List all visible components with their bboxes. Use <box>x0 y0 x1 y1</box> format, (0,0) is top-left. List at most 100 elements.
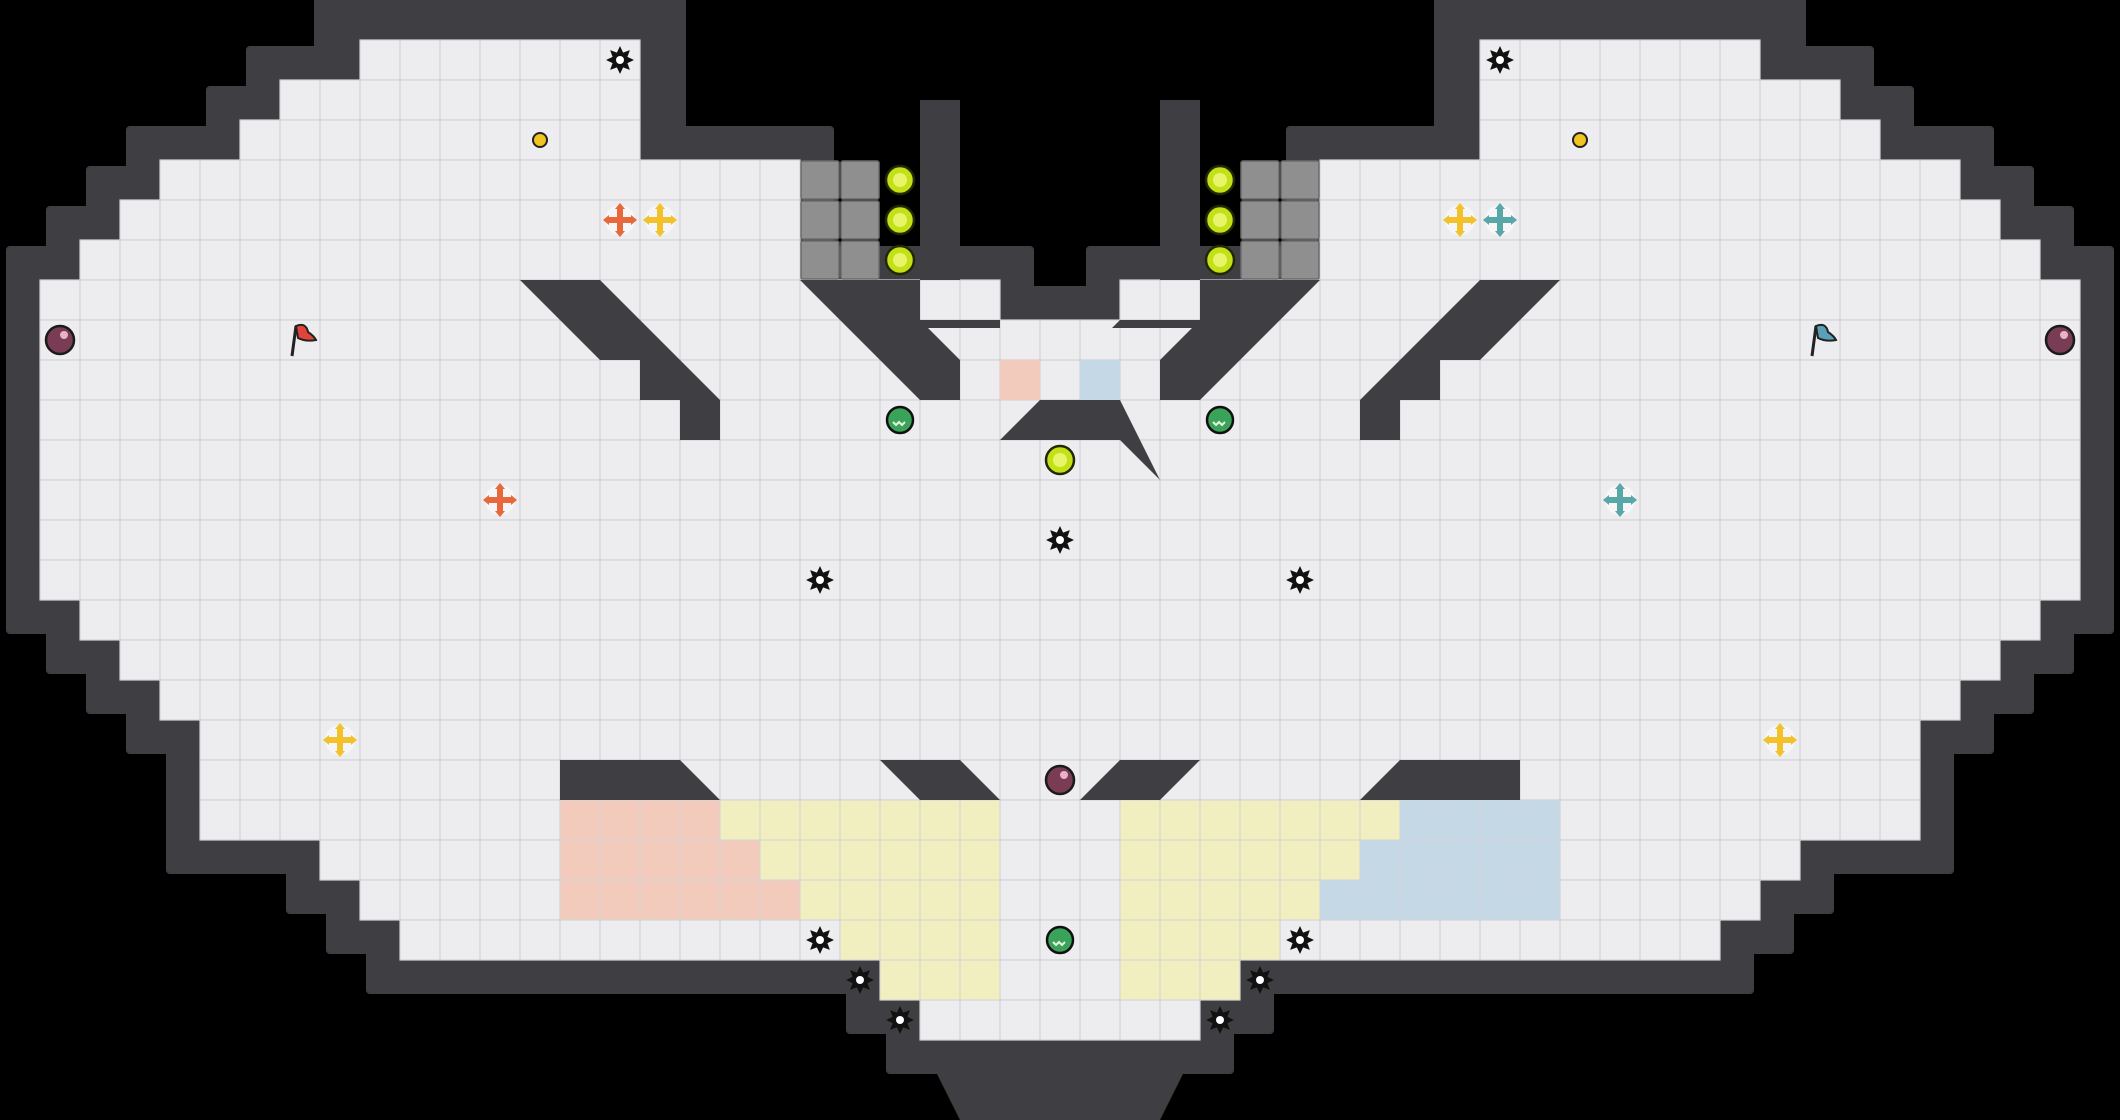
floor-tile <box>119 319 161 361</box>
neutral-zone-tile <box>759 839 801 881</box>
floor-tile <box>1679 599 1721 641</box>
red-team-zone-tile <box>639 839 681 881</box>
blue-team-zone-tile <box>1319 879 1361 921</box>
red-team-zone-tile <box>719 839 761 881</box>
floor-tile <box>1439 159 1481 201</box>
bomb-icon[interactable] <box>1205 405 1235 435</box>
portal-icon[interactable] <box>1572 132 1588 148</box>
floor-tile <box>1359 199 1401 241</box>
floor-tile <box>1479 719 1521 761</box>
floor-tile <box>159 319 201 361</box>
floor-tile <box>1799 799 1841 841</box>
floor-tile <box>1839 279 1881 321</box>
red-team-zone-tile <box>599 839 641 881</box>
floor-tile <box>1239 519 1281 561</box>
floor-tile <box>1159 279 1201 321</box>
spikes <box>606 46 1514 1034</box>
floor-tile <box>319 759 361 801</box>
floor-tile <box>1559 359 1601 401</box>
interior-obstacles <box>520 100 1560 800</box>
floor-tile <box>679 919 721 961</box>
floor-tile <box>599 359 641 401</box>
floor-tile <box>1639 439 1681 481</box>
floor-tile <box>1079 439 1121 481</box>
gates <box>800 160 1320 280</box>
floor-tile <box>439 639 481 681</box>
boost-core <box>1053 453 1067 467</box>
powerup-icon[interactable] <box>2044 324 2076 356</box>
floor-tile <box>1599 79 1641 121</box>
floor-tile <box>1959 399 2001 441</box>
floor-tile <box>719 919 761 961</box>
floor-tile <box>1319 919 1361 961</box>
floor-tile <box>399 239 441 281</box>
floor-tile <box>1199 679 1241 721</box>
floor-tile <box>1639 39 1681 81</box>
floor-tile <box>1759 239 1801 281</box>
floor-tile <box>1279 399 1321 441</box>
floor-tile <box>199 559 241 601</box>
spawn-marker-arrow <box>1455 203 1465 209</box>
floor-tile <box>1559 439 1601 481</box>
floor-tile <box>919 559 961 601</box>
floor-tile <box>719 559 761 601</box>
floor-tile <box>1719 479 1761 521</box>
floor-tile <box>1719 679 1761 721</box>
floor-tile <box>599 439 641 481</box>
spawn-marker-bar <box>1617 487 1623 513</box>
floor-tile <box>199 199 241 241</box>
neutral-zone-tile <box>879 959 921 1001</box>
floor-tile <box>1719 559 1761 601</box>
floor-tile <box>479 359 521 401</box>
floor-tile <box>1639 79 1681 121</box>
spawn-marker-bar <box>497 487 503 513</box>
floor-tile <box>1919 599 1961 641</box>
floor-tile <box>359 199 401 241</box>
floor-tile <box>439 279 481 321</box>
floor-tile <box>1839 719 1881 761</box>
spike-core <box>856 976 864 984</box>
blue-team-zone-tile <box>1479 879 1521 921</box>
red-flag-icon[interactable] <box>290 323 318 357</box>
floor-tile <box>119 599 161 641</box>
floor-tile <box>199 759 241 801</box>
floor-tile <box>759 439 801 481</box>
floor-tile <box>479 799 521 841</box>
red-team-zone-tile <box>679 879 721 921</box>
floor-tile <box>1799 439 1841 481</box>
floor-tile <box>359 279 401 321</box>
central-wedge <box>800 280 1320 480</box>
floor-tile <box>159 279 201 321</box>
floor-tile <box>1079 679 1121 721</box>
floor-tile <box>1119 359 1161 401</box>
floor-tile <box>399 759 441 801</box>
floor-tile <box>839 719 881 761</box>
floor-tile <box>1879 279 1921 321</box>
spawn-marker-bar <box>337 727 343 753</box>
bomb-icon[interactable] <box>885 405 915 435</box>
powerup-icon[interactable] <box>44 324 76 356</box>
floor-tile <box>1039 999 1081 1041</box>
bomb-icon[interactable] <box>1045 925 1075 955</box>
floor-tile <box>1519 639 1561 681</box>
floor-tile <box>959 999 1001 1041</box>
floor-tile <box>1239 359 1281 401</box>
floor-tile <box>759 559 801 601</box>
floor-tile <box>1519 319 1561 361</box>
floor-tile <box>439 799 481 841</box>
blue-flag-icon[interactable] <box>1810 323 1838 357</box>
floor-tile <box>1879 439 1921 481</box>
floor-tile <box>639 599 681 641</box>
floor-tile <box>279 639 321 681</box>
powerup-icon[interactable] <box>1044 764 1076 796</box>
boost-core <box>1213 253 1227 267</box>
floor-tile <box>159 159 201 201</box>
floor-tile <box>519 79 561 121</box>
floor-tile <box>919 719 961 761</box>
neutral-zone-tile <box>959 879 1001 921</box>
floor-tile <box>239 519 281 561</box>
floor-tile <box>839 599 881 641</box>
portal-icon[interactable] <box>532 132 548 148</box>
